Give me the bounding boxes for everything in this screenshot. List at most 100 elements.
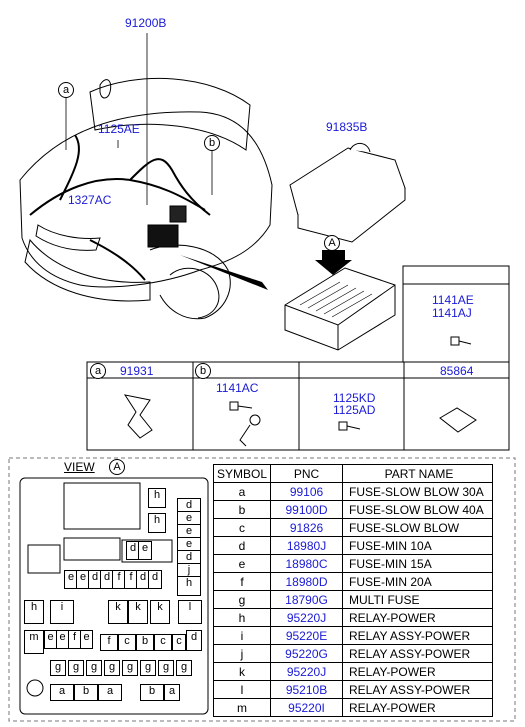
row-part-name: FUSE-MIN 15A bbox=[342, 554, 494, 573]
row-part-name: RELAY-POWER bbox=[342, 698, 494, 717]
row-symbol: h bbox=[212, 608, 272, 627]
fuse-cell-d: d bbox=[148, 570, 162, 589]
fuse-cell-k: k bbox=[108, 600, 128, 624]
fuse-cell-a: a bbox=[98, 684, 122, 701]
bolt-icon bbox=[338, 421, 361, 431]
fuse-cell-l: l bbox=[178, 600, 202, 624]
row-pnc: 95220E bbox=[270, 626, 344, 645]
fuse-cell-e: e bbox=[138, 541, 152, 560]
fuse-cell-b: b bbox=[74, 684, 98, 701]
battery-top-shape bbox=[169, 205, 187, 223]
row-part-name: RELAY-POWER bbox=[342, 608, 494, 627]
fuse-cell-f: f bbox=[100, 634, 118, 651]
row-symbol: f bbox=[212, 572, 272, 591]
row-pnc: 95220J bbox=[270, 662, 344, 681]
fuse-cell-e: e bbox=[80, 630, 93, 649]
row-part-name: FUSE-MIN 10A bbox=[342, 536, 494, 555]
harness-line-3 bbox=[129, 158, 211, 216]
symbol-A-marker: A bbox=[324, 235, 340, 251]
fuse-cell-k: k bbox=[150, 600, 170, 624]
screw-icon bbox=[450, 336, 472, 346]
row-symbol: d bbox=[212, 536, 272, 555]
cell-c-pnc-1: 1125KD bbox=[333, 391, 376, 405]
view-dashed-frame bbox=[8, 457, 516, 722]
harness-line-4 bbox=[89, 239, 146, 281]
row-part-name: MULTI FUSE bbox=[342, 590, 494, 609]
fuse-cell-g: g bbox=[68, 660, 84, 676]
view-label: VIEW bbox=[64, 460, 95, 474]
callout-1141aj: 1141AJ bbox=[432, 306, 472, 320]
row-symbol: i bbox=[212, 626, 272, 645]
row-pnc: 18980J bbox=[270, 536, 344, 555]
car-bumper-outline bbox=[24, 238, 151, 302]
parts-table-header: SYMBOL PNC PART NAME bbox=[212, 464, 494, 483]
symbol-b-marker: b bbox=[204, 135, 220, 151]
callout-91200b: 91200B bbox=[125, 16, 167, 30]
symbol-a-marker: a bbox=[58, 82, 74, 98]
view-symbol: A bbox=[109, 459, 125, 475]
bolt-wire-icon bbox=[229, 401, 261, 447]
row-part-name: RELAY ASSY-POWER bbox=[342, 680, 494, 699]
row-part-name: FUSE-MIN 20A bbox=[342, 572, 494, 591]
callout-91835b: 91835B bbox=[326, 120, 368, 134]
fuse-cell-h: h bbox=[177, 576, 201, 596]
row-pnc: 99100D bbox=[270, 500, 344, 519]
fuse-cell-c: c bbox=[154, 634, 172, 651]
battery-shape bbox=[147, 224, 179, 248]
row-symbol: j bbox=[212, 644, 272, 663]
fuse-cell-f: f bbox=[68, 630, 81, 649]
fuse-cell-g: g bbox=[140, 660, 156, 676]
fuse-cell-i: i bbox=[50, 600, 74, 624]
row-pnc: 95220G bbox=[270, 644, 344, 663]
row-part-name: FUSE-SLOW BLOW 30A bbox=[342, 482, 494, 501]
car-windshield-outline bbox=[89, 77, 251, 151]
fuse-cell-g: g bbox=[158, 660, 174, 676]
row-pnc: 18790G bbox=[270, 590, 344, 609]
fuse-cell-h: h bbox=[24, 600, 44, 624]
row-symbol: a bbox=[212, 482, 272, 501]
fuse-cell-g: g bbox=[104, 660, 120, 676]
fuse-cell-b: b bbox=[140, 684, 164, 701]
fuse-cell-m: m bbox=[24, 630, 44, 654]
fuse-cell-d: d bbox=[186, 630, 202, 651]
fuse-cell-g: g bbox=[176, 660, 192, 676]
cell-a-pnc: 91931 bbox=[120, 364, 154, 378]
harness-line-1 bbox=[29, 178, 206, 216]
row-symbol: m bbox=[212, 698, 272, 717]
car-mirror-outline bbox=[99, 79, 112, 99]
cell-b-pnc: 1141AC bbox=[216, 381, 259, 395]
row-pnc: 95220J bbox=[270, 608, 344, 627]
row-symbol: l bbox=[212, 680, 272, 699]
fuse-box-outline bbox=[19, 477, 209, 715]
harness-line-2 bbox=[59, 134, 80, 201]
fuse-cell-h: h bbox=[148, 488, 166, 508]
fuse-cell-d: d bbox=[88, 570, 102, 589]
row-symbol: b bbox=[212, 500, 272, 519]
fuse-cell-g: g bbox=[86, 660, 102, 676]
header-pnc: PNC bbox=[270, 464, 344, 483]
car-fender-outline bbox=[149, 244, 231, 320]
row-pnc: 95220I bbox=[270, 698, 344, 717]
fuse-cell-a: a bbox=[164, 684, 180, 701]
fuse-cell-h: h bbox=[148, 513, 166, 533]
fuse-cell-e: e bbox=[177, 511, 201, 526]
header-part-name: PART NAME bbox=[342, 464, 494, 483]
fuse-cell-g: g bbox=[122, 660, 138, 676]
row-pnc: 18980D bbox=[270, 572, 344, 591]
fuse-cell-c: c bbox=[118, 634, 136, 651]
callout-1327ac: 1327AC bbox=[68, 193, 112, 207]
row-pnc: 95210B bbox=[270, 680, 344, 699]
fuse-box-round bbox=[26, 679, 44, 697]
